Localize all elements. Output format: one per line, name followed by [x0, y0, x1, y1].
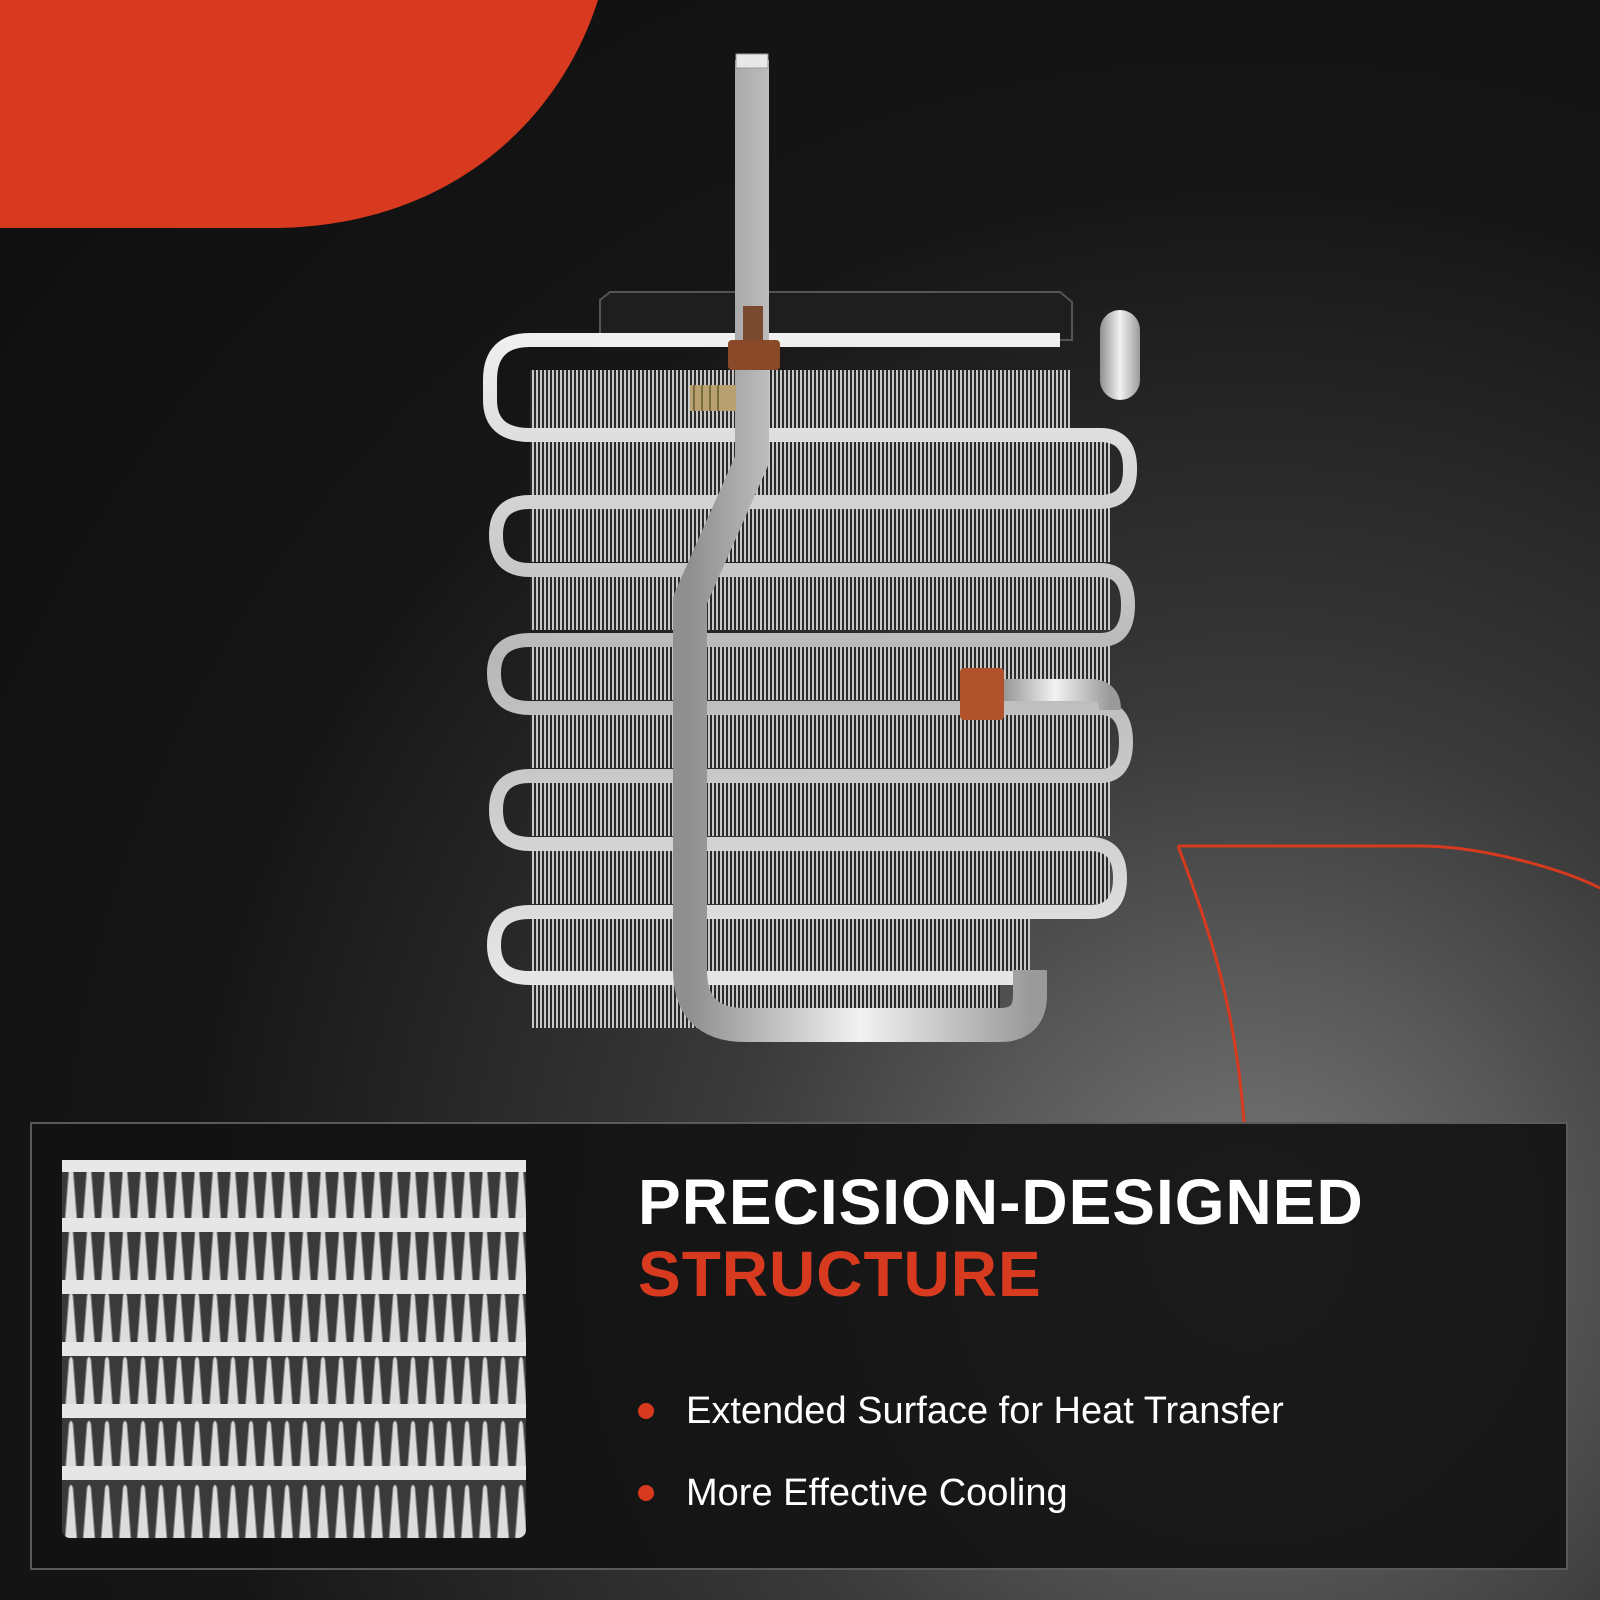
headline: PRECISION-DESIGNED STRUCTURE [638, 1166, 1538, 1310]
mounting-bolt [690, 385, 736, 411]
fin-closeup-image [62, 1160, 526, 1538]
bullet-icon [638, 1485, 654, 1501]
list-item: More Effective Cooling [638, 1452, 1538, 1534]
feature-text: Extended Surface for Heat Transfer [686, 1389, 1284, 1432]
feature-list: Extended Surface for Heat Transfer More … [638, 1370, 1538, 1534]
headline-line-1: PRECISION-DESIGNED [638, 1166, 1364, 1238]
serpentine-tubes [483, 333, 1137, 985]
red-accent-curve-2 [1176, 845, 1246, 1123]
headline-line-2: STRUCTURE [638, 1238, 1042, 1310]
evaporator-core-image [483, 53, 1140, 1042]
orange-corner-shape [0, 0, 598, 228]
bullet-icon [638, 1403, 654, 1419]
feature-panel: PRECISION-DESIGNED STRUCTURE Extended Su… [30, 1122, 1568, 1570]
outlet-fitting [960, 668, 1121, 720]
inlet-pipe [673, 53, 1047, 1042]
feature-text: More Effective Cooling [686, 1471, 1068, 1514]
list-item: Extended Surface for Heat Transfer [638, 1370, 1538, 1452]
red-accent-curve [1178, 844, 1600, 890]
